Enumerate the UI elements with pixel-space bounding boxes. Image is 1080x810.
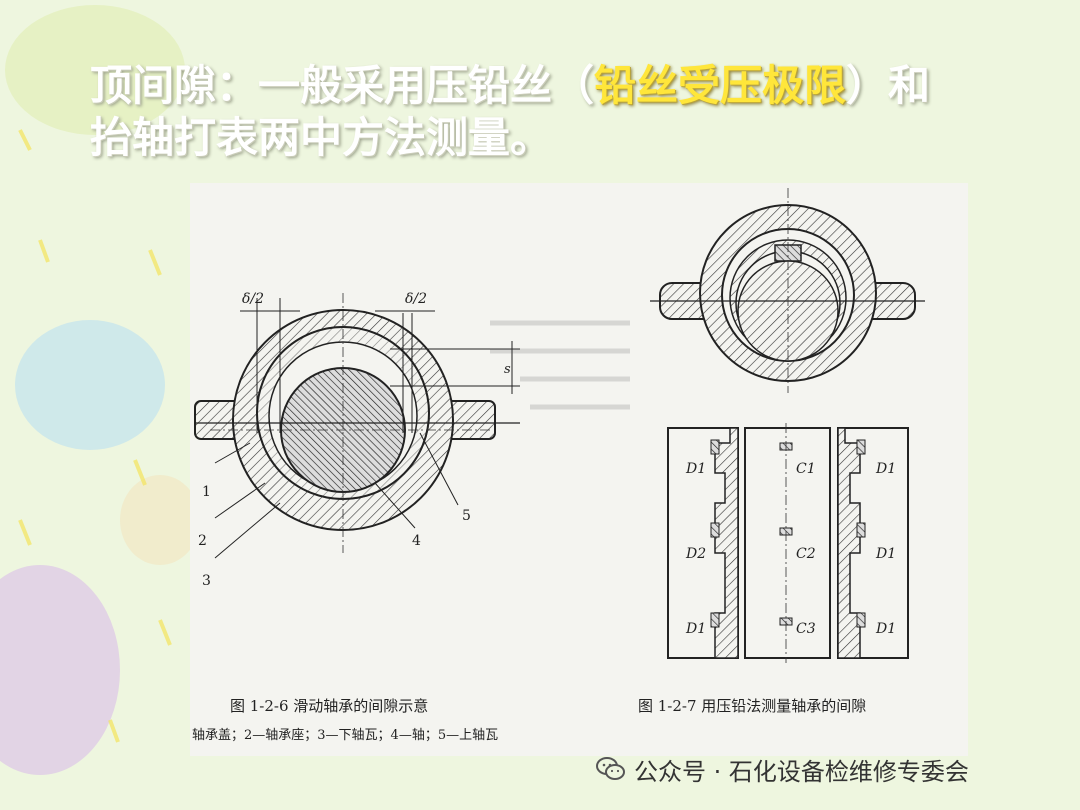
figure-svg: δ/2 δ/2 s 1 2 3 4 5 [192, 188, 925, 743]
label-d-right-2: D1 [875, 546, 896, 562]
label-d-right-3: D1 [875, 621, 896, 637]
label-c-1: C1 [796, 461, 816, 477]
headline: 顶间隙：一般采用压铅丝（铅丝受压极限）和 抬轴打表两中方法测量。 [90, 60, 1050, 164]
caption-right: 图 1-2-7 用压铅法测量轴承的间隙 [638, 697, 866, 715]
headline-line1-post: ）和 [846, 61, 931, 110]
label-c-3: C3 [796, 621, 816, 637]
headline-line2: 抬轴打表两中方法测量。 [90, 113, 553, 162]
label-d-left-1: D1 [685, 461, 706, 477]
caption-left: 图 1-2-6 滑动轴承的间隙示意 [230, 697, 428, 715]
watermark: 公众号 · 石化设备检维修专委会 [596, 752, 969, 786]
headline-line1-pre: 顶间隙：一般采用压铅丝（ [90, 61, 595, 110]
delta-left-label: δ/2 [242, 291, 264, 307]
headline-highlight: 铅丝受压极限 [594, 61, 847, 110]
bearing-clearance-diagram: δ/2 δ/2 s 1 2 3 4 5 [194, 291, 520, 589]
part-label-5: 5 [462, 508, 471, 524]
legend-left: 轴承盖；2—轴承座；3—下轴瓦；4—轴；5—上轴瓦 [192, 728, 498, 743]
part-label-1: 1 [202, 484, 211, 500]
label-d-left-2: D2 [685, 546, 706, 562]
part-label-4: 4 [412, 533, 421, 549]
figure-panel: δ/2 δ/2 s 1 2 3 4 5 [190, 183, 968, 756]
s-label: s [504, 362, 511, 377]
delta-right-label: δ/2 [405, 291, 427, 307]
wechat-icon [596, 757, 625, 780]
label-c-2: C2 [796, 546, 816, 562]
lead-wire-diagram: D1 D2 D1 C1 C2 C3 D1 D1 D1 [650, 188, 925, 663]
part-label-3: 3 [202, 573, 211, 589]
part-label-2: 2 [198, 533, 207, 549]
label-d-left-3: D1 [685, 621, 706, 637]
label-d-right-1: D1 [875, 461, 896, 477]
watermark-text: 公众号 · 石化设备检维修专委会 [634, 757, 969, 786]
